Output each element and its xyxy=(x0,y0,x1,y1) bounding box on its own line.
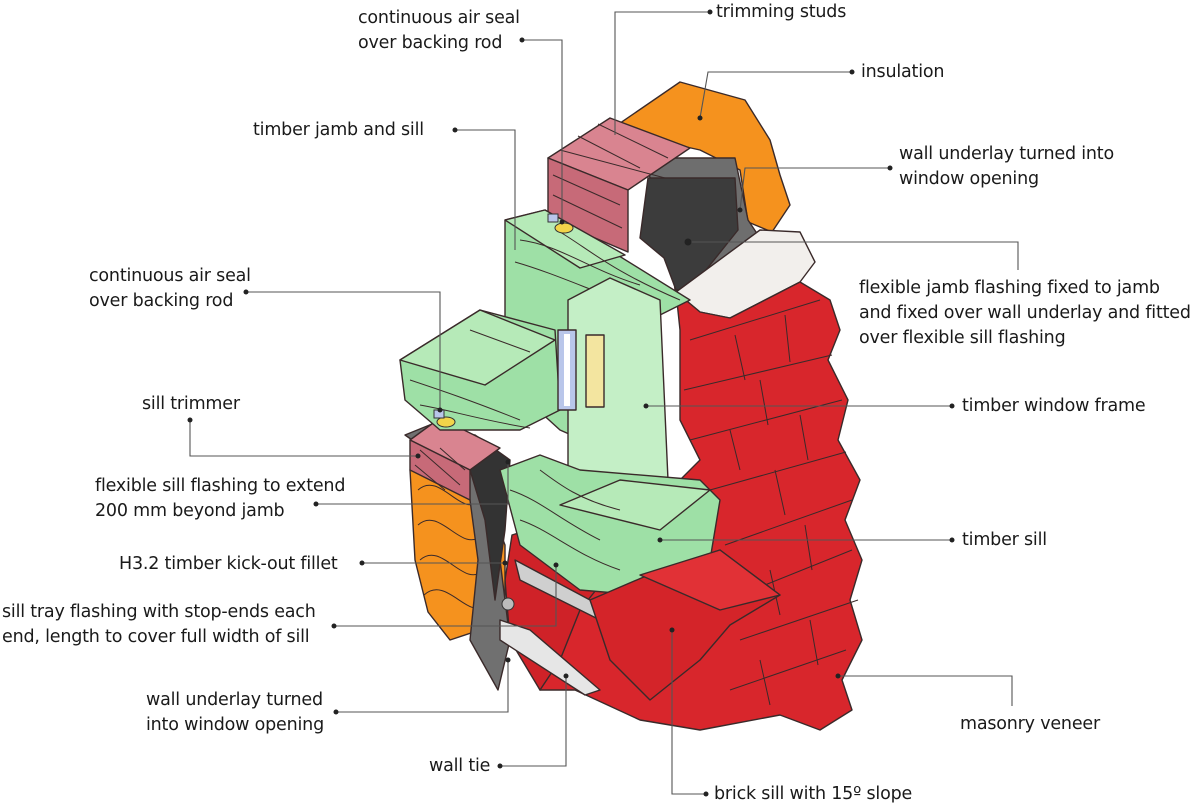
timber-window-frame xyxy=(567,277,669,501)
label-wall-tie: wall tie xyxy=(429,756,491,776)
label-air-seal-left-line2: over backing rod xyxy=(89,291,234,311)
label-wall-underlay-top-line2: window opening xyxy=(899,169,1039,189)
label-air-seal-left: continuous air seal over backing rod xyxy=(89,264,251,314)
label-wall-underlay-bottom-line2: into window opening xyxy=(146,715,324,735)
label-air-seal-top-line1: continuous air seal xyxy=(358,8,520,28)
window-glazing-bead xyxy=(585,334,605,408)
label-air-seal-top: continuous air seal over backing rod xyxy=(358,6,520,56)
timber-sill-front-top xyxy=(559,479,711,531)
label-jamb-flashing-line1: flexible jamb flashing fixed to jamb xyxy=(859,278,1160,298)
wall-tie xyxy=(499,619,601,696)
label-sill-trimmer: sill trimmer xyxy=(142,394,240,414)
backing-rod-top xyxy=(554,222,574,234)
label-jamb-flashing-line2: and fixed over wall underlay and fitted xyxy=(859,303,1191,323)
timber-sill-top xyxy=(399,309,556,386)
label-masonry-veneer: masonry veneer xyxy=(960,714,1100,734)
label-sill-tray-line1: sill tray flashing with stop-ends each xyxy=(2,602,316,622)
label-sill-flashing: flexible sill flashing to extend 200 mm … xyxy=(95,474,345,524)
label-wall-underlay-bottom-line1: wall underlay turned xyxy=(146,690,323,710)
brick-sill-top xyxy=(639,549,781,611)
leader-dots xyxy=(187,9,955,797)
label-jamb-flashing: flexible jamb flashing fixed to jamb and… xyxy=(859,276,1191,351)
label-air-seal-top-line2: over backing rod xyxy=(358,33,503,53)
label-wall-underlay-top: wall underlay turned into window opening xyxy=(899,142,1114,192)
label-sill-tray: sill tray flashing with stop-ends each e… xyxy=(2,600,316,650)
leader-lines xyxy=(189,11,1019,795)
label-wall-underlay-top-line1: wall underlay turned into xyxy=(899,144,1114,164)
wall-tie-fixing xyxy=(501,597,515,611)
label-sill-flashing-line2: 200 mm beyond jamb xyxy=(95,501,285,521)
label-trimming-studs: trimming studs xyxy=(716,2,847,22)
label-timber-jamb-sill: timber jamb and sill xyxy=(253,120,424,140)
label-timber-window-frame: timber window frame xyxy=(962,396,1146,416)
backing-rod-left xyxy=(436,416,456,428)
label-wall-underlay-bottom: wall underlay turned into window opening xyxy=(146,688,324,738)
timber-jamb-top xyxy=(504,209,626,269)
window-glass-inner xyxy=(564,334,570,406)
label-timber-sill: timber sill xyxy=(962,530,1047,550)
label-sill-flashing-line1: flexible sill flashing to extend xyxy=(95,476,346,496)
label-brick-sill-slope: brick sill with 15º slope xyxy=(714,784,913,804)
label-insulation: insulation xyxy=(861,62,945,82)
label-kick-out-fillet: H3.2 timber kick-out fillet xyxy=(119,554,338,574)
label-sill-tray-line2: end, length to cover full width of sill xyxy=(2,627,310,647)
label-jamb-flashing-line3: over flexible sill flashing xyxy=(859,328,1066,348)
label-air-seal-left-line1: continuous air seal xyxy=(89,266,251,286)
air-seal-top xyxy=(547,213,559,223)
